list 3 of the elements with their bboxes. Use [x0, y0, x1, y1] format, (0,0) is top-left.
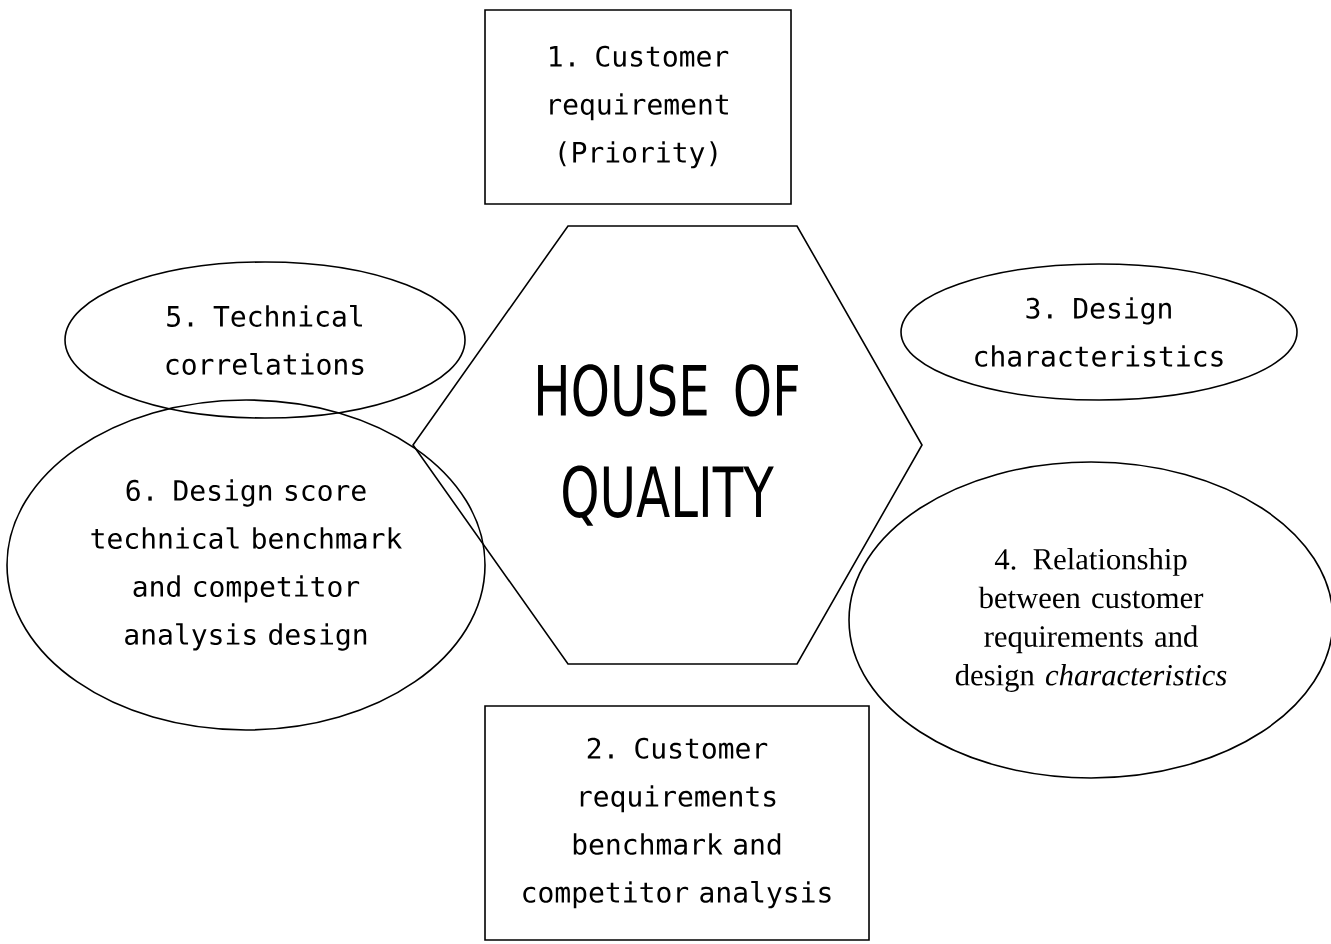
- hexagon: HOUSE OF QUALITY: [412, 225, 923, 665]
- text-box: 2. Customer requirements benchmark and competitor analysis: [484, 705, 870, 941]
- text-box: 1. Customer requirement (Priority): [484, 9, 792, 205]
